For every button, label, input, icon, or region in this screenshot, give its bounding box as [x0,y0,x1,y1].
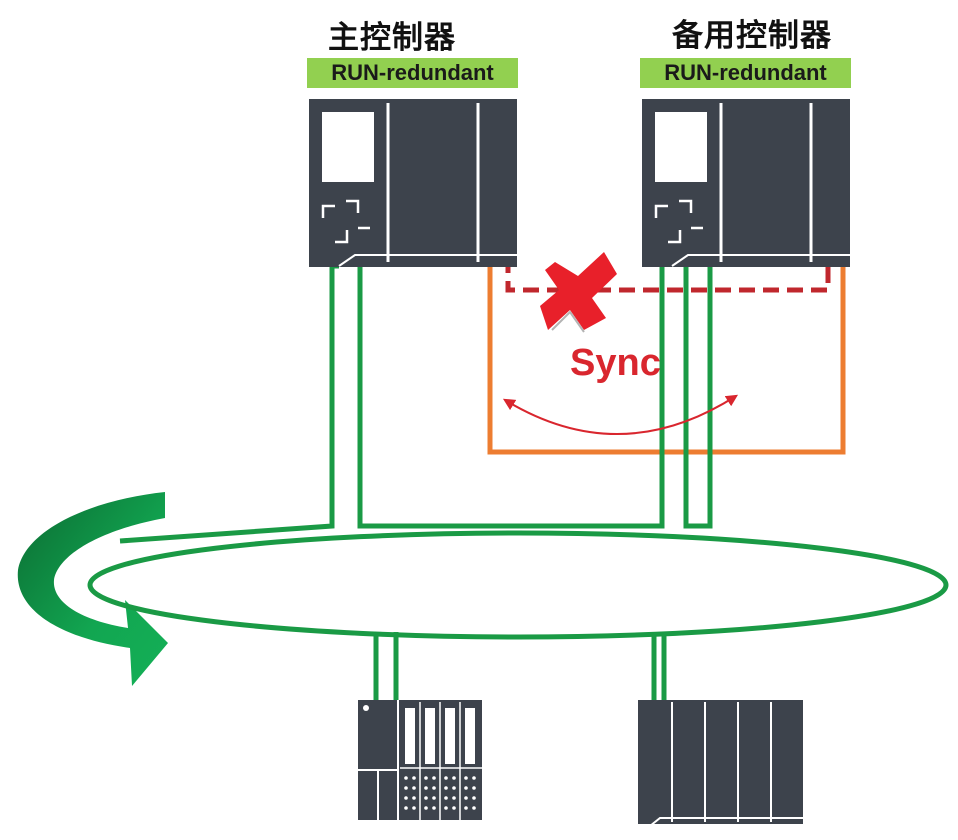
ring-network [87,263,949,703]
ring-direction-arrow-icon [17,492,168,686]
sync-label: Sync [570,342,661,384]
backup-controller-title: 备用控制器 [672,18,832,54]
primary-controller-title: 主控制器 [328,20,456,56]
remote-io-station [358,700,482,820]
broken-sync-link [505,257,831,293]
sync-link [487,257,846,455]
x-mark-icon [540,252,617,333]
backup-controller-device [642,99,850,267]
backup-controller-status-badge: RUN-redundant [640,58,851,88]
primary-controller-status-badge: RUN-redundant [307,58,518,88]
sync-arrow-icon [502,394,739,435]
io-rack [638,700,803,831]
primary-controller-device [309,99,517,267]
